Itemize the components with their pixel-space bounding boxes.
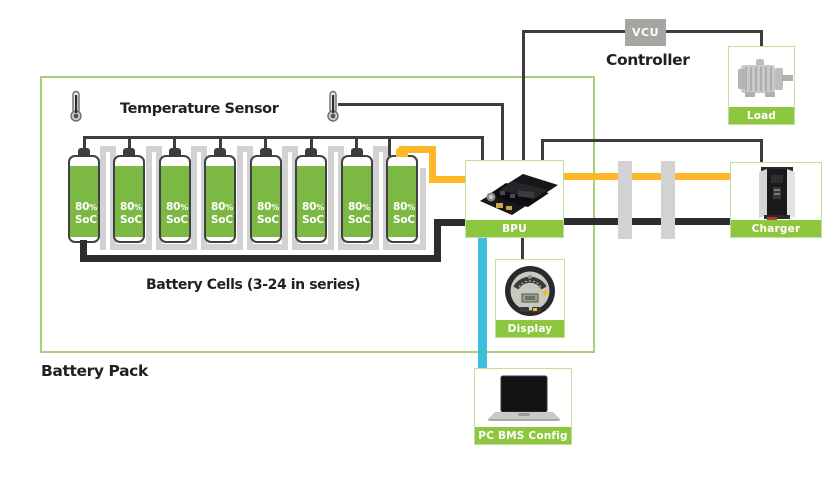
battery-cells-heading: Battery Cells (3-24 in series) (146, 277, 361, 293)
battery-cell: 80%SoC (250, 148, 282, 243)
battery-cell: 80%SoC (113, 148, 145, 243)
electric-motor-image (738, 59, 793, 97)
temperature-sensor-heading: Temperature Sensor (120, 101, 279, 117)
bpu-node: BPU (465, 160, 564, 238)
circuit-board-image (480, 174, 558, 215)
battery-pack-heading: Battery Pack (41, 362, 148, 380)
charger-label: Charger (731, 220, 821, 237)
wire-pc-config (478, 236, 487, 370)
cell-terminal (169, 148, 181, 157)
cell-terminal (305, 148, 317, 157)
thermometer-icon (327, 90, 339, 122)
battery-cell: 80%SoC (68, 148, 100, 243)
battery-cell: 80%SoC (295, 148, 327, 243)
laptop-image (488, 375, 560, 421)
display-label: Display (496, 320, 564, 337)
battery-pack-outline (40, 76, 595, 353)
battery-cell: 80%SoC (204, 148, 236, 243)
cell-terminal (214, 148, 226, 157)
cell-terminal (78, 148, 90, 157)
load-label: Load (729, 107, 794, 124)
load-node: Load (728, 46, 795, 125)
controller-heading: Controller (606, 51, 690, 69)
charger-node: Charger (730, 162, 822, 238)
pc-bms-config-node: PC BMS Config (474, 368, 572, 445)
pc-bms-config-label: PC BMS Config (475, 427, 571, 444)
battery-cell: 80%SoC (159, 148, 191, 243)
pass-through-bar (661, 161, 675, 239)
pass-through-bar (618, 161, 632, 239)
cell-terminal (260, 148, 272, 157)
battery-cell: 80%SoC (341, 148, 373, 243)
vcu-box: VCU (625, 19, 666, 46)
battery-gauge-image (505, 266, 555, 316)
cell-terminal (123, 148, 135, 157)
bpu-label: BPU (466, 220, 563, 237)
thermometer-icon (70, 90, 82, 122)
charger-image (759, 167, 795, 220)
display-node: Display (495, 259, 565, 338)
cell-terminal (351, 148, 363, 157)
battery-cell: 80%SoC (386, 148, 418, 243)
